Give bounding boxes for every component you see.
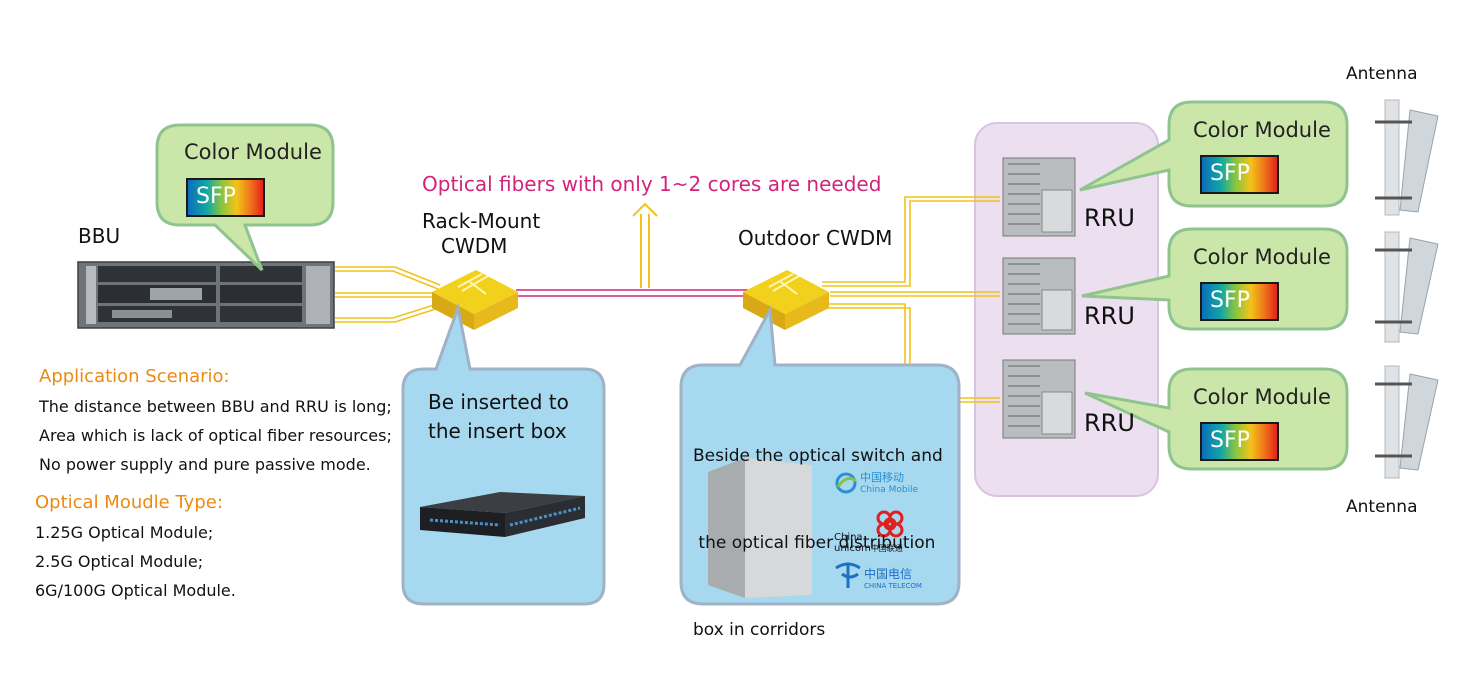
fiber-trunk xyxy=(516,289,748,297)
outdoor-callout-line-1: Beside the optical switch and xyxy=(693,446,943,466)
antenna-1 xyxy=(1375,99,1439,216)
outdoor-callout-line-2: the optical fiber distribution xyxy=(693,533,936,553)
rack-cwdm-label-line1: Rack-Mount xyxy=(422,209,541,233)
sfp-label-3: SFP xyxy=(1210,288,1250,313)
sfp-label-1: SFP xyxy=(196,184,236,209)
rru-label-1: RRU xyxy=(1084,204,1135,232)
antenna-top-label: Antenna xyxy=(1346,64,1418,84)
rru-unit-3 xyxy=(1002,359,1076,439)
rru-label-2: RRU xyxy=(1084,302,1135,330)
china-mobile-en: China Mobile xyxy=(860,485,919,495)
antenna-bottom-label: Antenna xyxy=(1346,497,1418,517)
sfp-label-2: SFP xyxy=(1210,161,1250,186)
outdoor-callout-text: Beside the optical switch and the optica… xyxy=(693,384,943,674)
rack-callout-text: Be inserted to the insert box xyxy=(428,388,569,446)
china-telecom-cn: 中国电信 xyxy=(864,567,913,581)
insert-box-image xyxy=(420,492,585,537)
color-module-title-3: Color Module xyxy=(1193,245,1331,269)
color-module-title-1: Color Module xyxy=(184,140,322,164)
color-module-title-4: Color Module xyxy=(1193,385,1331,409)
china-unicom-line2: unicom中国联通 xyxy=(834,543,903,554)
china-telecom-en: CHINA TELECOM xyxy=(864,582,922,590)
color-module-title-2: Color Module xyxy=(1193,118,1331,142)
china-mobile-cn: 中国移动 xyxy=(860,471,904,484)
rru-label-3: RRU xyxy=(1084,409,1135,437)
module-title: Optical Moudle Type: xyxy=(35,492,223,513)
rack-cwdm-label-line2: CWDM xyxy=(441,234,508,258)
color-module-bubble-3 xyxy=(1081,227,1349,331)
up-arrow xyxy=(632,202,658,288)
module-item-2: 2.5G Optical Module; xyxy=(35,552,204,571)
sfp-label-4: SFP xyxy=(1210,428,1250,453)
china-unicom-logo-icon xyxy=(876,510,904,538)
module-item-3: 6G/100G Optical Module. xyxy=(35,581,236,600)
china-telecom-logo-icon xyxy=(835,562,861,588)
scenario-item-1: The distance between BBU and RRU is long… xyxy=(39,397,392,416)
outdoor-cwdm-label: Outdoor CWDM xyxy=(738,226,893,250)
sfp-module-icon-2: SFP xyxy=(1200,155,1279,194)
rack-callout-bubble xyxy=(401,302,606,606)
scenario-title: Application Scenario: xyxy=(39,366,230,387)
sfp-module-icon-1: SFP xyxy=(186,178,265,217)
rru-unit-1 xyxy=(1002,157,1076,237)
fiber-note: Optical fibers with only 1~2 cores are n… xyxy=(422,172,882,196)
scenario-item-2: Area which is lack of optical fiber reso… xyxy=(39,426,392,445)
outdoor-cwdm-device xyxy=(743,270,829,330)
china-unicom-logo: China unicom中国联通 xyxy=(834,532,903,554)
china-unicom-en2: unicom xyxy=(834,543,871,554)
bbu-chassis xyxy=(77,261,335,329)
china-unicom-en1: China xyxy=(834,532,863,543)
color-module-bubble-4 xyxy=(1084,367,1349,471)
sfp-module-icon-4: SFP xyxy=(1200,422,1279,461)
rack-cwdm-device xyxy=(432,270,518,330)
rack-callout-line-2: the insert box xyxy=(428,419,567,443)
china-mobile-logo: 中国移动 China Mobile xyxy=(860,472,918,496)
antenna-2 xyxy=(1375,231,1439,343)
sfp-module-icon-3: SFP xyxy=(1200,282,1279,321)
color-module-bubble-2 xyxy=(1079,100,1349,208)
scenario-item-3: No power supply and pure passive mode. xyxy=(39,455,371,474)
fiber-bbu-to-rack xyxy=(335,266,443,323)
china-unicom-cn: 中国联通 xyxy=(870,544,903,553)
china-telecom-logo: 中国电信 CHINA TELECOM xyxy=(864,568,922,592)
outdoor-cabinet-image xyxy=(708,458,812,598)
antenna-3 xyxy=(1375,365,1439,479)
module-item-1: 1.25G Optical Module; xyxy=(35,523,214,542)
rru-unit-2 xyxy=(1002,257,1076,335)
bbu-label: BBU xyxy=(78,224,121,248)
china-mobile-logo-icon xyxy=(835,472,857,494)
outdoor-callout-line-3: box in corridors xyxy=(693,620,826,640)
rack-callout-line-1: Be inserted to xyxy=(428,390,569,414)
